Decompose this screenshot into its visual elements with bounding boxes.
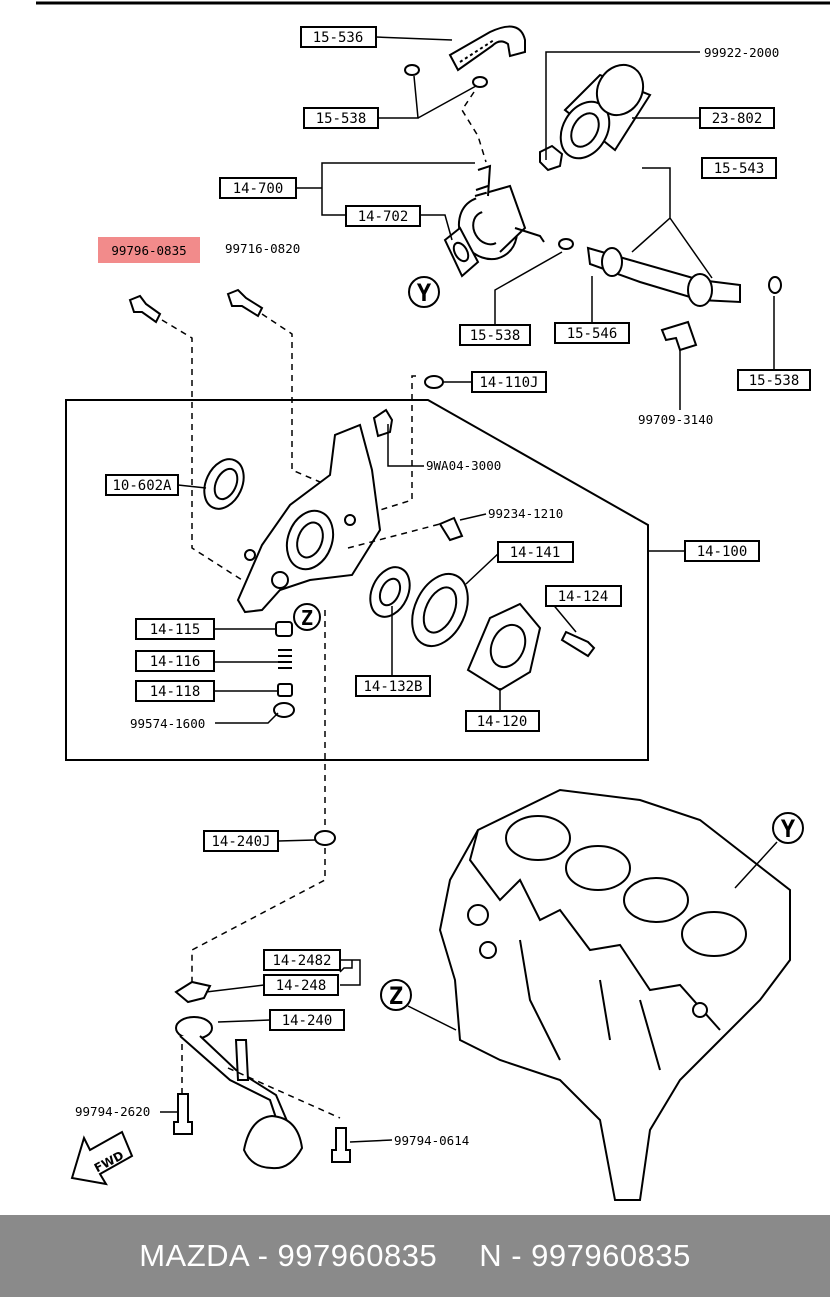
oil-cooler-14-700 <box>457 164 545 261</box>
label-14-2482: 14-2482 <box>272 953 331 969</box>
engine-block <box>438 788 791 1201</box>
fwd-arrow <box>70 1130 134 1186</box>
label-boxes <box>105 26 811 1031</box>
label-14-115: 14-115 <box>150 622 201 638</box>
seal-10-602a <box>203 458 245 510</box>
oil-filter-23-802 <box>559 63 652 160</box>
screw-14-124 <box>560 630 596 658</box>
parts-diagram: 15-536 15-538 99922-2000 23-802 14-700 1… <box>36 1 830 1201</box>
cover-14-120 <box>466 602 542 692</box>
label-15-543: 15-543 <box>714 161 765 177</box>
ref-circle-y-block: Y <box>781 815 796 843</box>
rotor-14-141 <box>411 572 469 648</box>
relief-valve-parts <box>273 621 295 718</box>
hose-15-536-drawing <box>448 25 526 72</box>
label-99716-0820: 99716-0820 <box>225 241 300 256</box>
label-99796-0835: 99796-0835 <box>111 243 186 258</box>
label-15-538-mid: 15-538 <box>470 328 521 344</box>
oring-14-110j <box>424 375 444 389</box>
clip-99709-3140 <box>660 320 698 352</box>
label-14-100: 14-100 <box>697 544 748 560</box>
strainer-14-240 <box>175 1016 304 1170</box>
oil-pump-body <box>236 423 382 614</box>
dashed-lines <box>161 91 487 1119</box>
nut-99922-2000 <box>539 144 564 172</box>
label-15-546: 15-546 <box>567 326 618 342</box>
label-15-538-right: 15-538 <box>749 373 800 389</box>
ref-circle-z-pump: Z <box>301 606 313 630</box>
label-99922-2000: 99922-2000 <box>704 45 779 60</box>
label-14-116: 14-116 <box>150 654 201 670</box>
label-23-802: 23-802 <box>712 111 763 127</box>
footer-alt-part-number: N - 997960835 <box>479 1238 691 1273</box>
clamp-15-538-right <box>558 238 782 294</box>
label-99234-1210: 99234-1210 <box>488 506 563 521</box>
label-14-240: 14-240 <box>282 1013 333 1029</box>
label-15-538-top: 15-538 <box>316 111 367 127</box>
label-14-702: 14-702 <box>358 209 409 225</box>
footer-bar: MAZDA - 997960835 N - 997960835 <box>0 1215 830 1297</box>
label-99794-2620: 99794-2620 <box>75 1104 150 1119</box>
ref-circle-z-block: Z <box>389 982 403 1010</box>
label-9wa04-3000: 9WA04-3000 <box>426 458 501 473</box>
label-14-118: 14-118 <box>150 684 201 700</box>
bolt-99796-0835 <box>128 294 162 324</box>
label-14-124: 14-124 <box>558 589 609 605</box>
highlight-box <box>98 237 200 263</box>
label-14-132b: 14-132B <box>363 679 422 695</box>
label-14-248: 14-248 <box>276 978 327 994</box>
oil-pump-box <box>65 399 649 761</box>
label-10-602a: 10-602A <box>112 478 172 494</box>
bolt-99794-2620 <box>173 1093 193 1135</box>
label-14-110j: 14-110J <box>479 375 538 391</box>
reference-circles <box>293 276 804 1011</box>
label-14-141: 14-141 <box>510 545 561 561</box>
clamp-15-538-top <box>404 64 488 88</box>
label-99574-1600: 99574-1600 <box>130 716 205 731</box>
label-15-536: 15-536 <box>313 30 364 46</box>
oring-14-240j <box>314 830 336 846</box>
plug-9wa04-3000 <box>372 408 394 438</box>
hose-15-546 <box>586 246 741 307</box>
pin-99234-1210 <box>438 516 464 542</box>
label-14-700: 14-700 <box>233 181 284 197</box>
footer-brand-part-number: MAZDA - 997960835 <box>139 1238 438 1273</box>
label-99709-3140: 99709-3140 <box>638 412 713 427</box>
gasket-14-248 <box>174 980 212 1004</box>
bolt-99794-0614 <box>331 1127 351 1163</box>
label-14-240j: 14-240J <box>211 834 270 850</box>
label-14-120: 14-120 <box>477 714 528 730</box>
label-99794-0614: 99794-0614 <box>394 1133 469 1148</box>
gasket-14-702 <box>443 226 480 278</box>
ref-circle-y-top: Y <box>417 279 432 307</box>
rotor-14-132b <box>369 566 411 618</box>
bolt-99716-0820 <box>226 288 264 318</box>
